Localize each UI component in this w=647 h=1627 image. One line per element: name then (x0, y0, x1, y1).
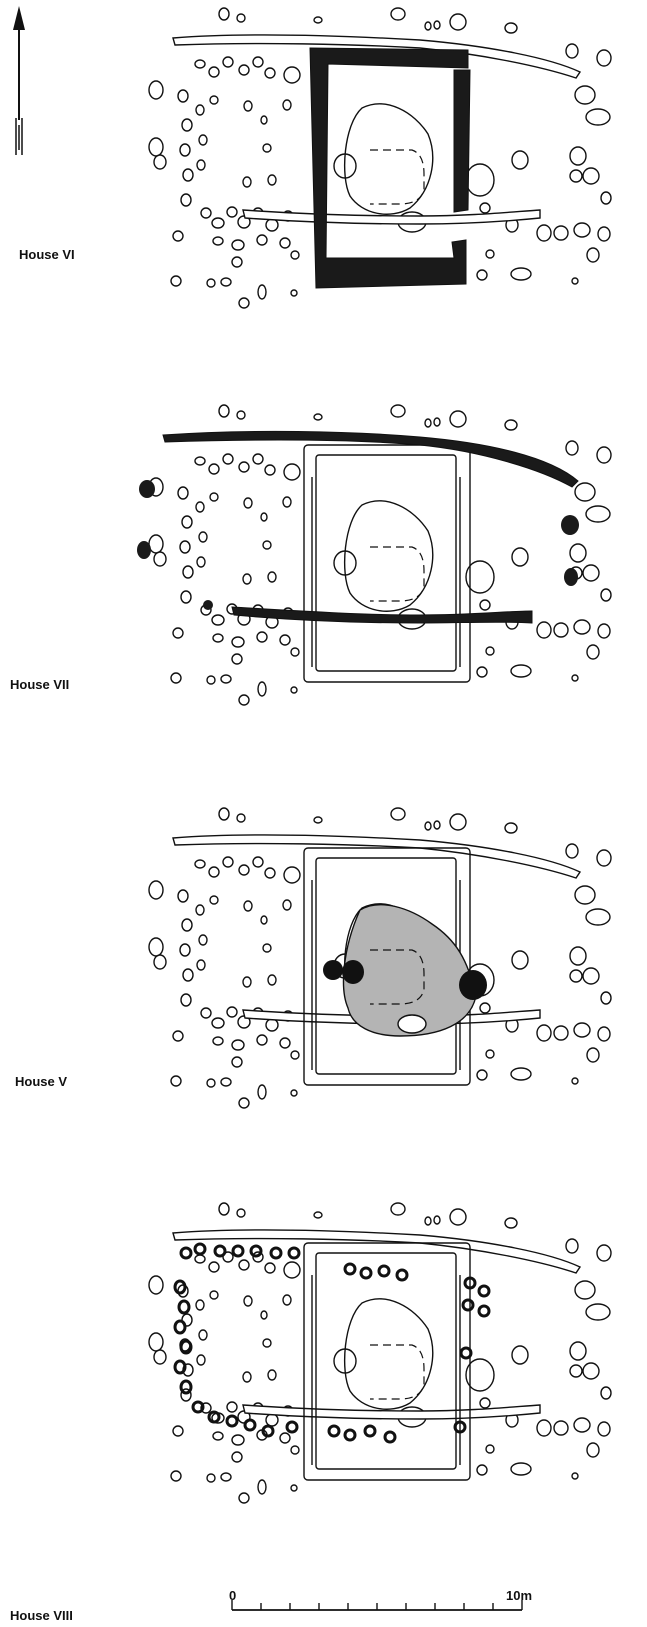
scale-bar-ticks (231, 1600, 523, 1610)
plan-house-vi (148, 7, 612, 309)
panel-label-house-vi: House VI (19, 247, 75, 262)
scale-start-label: 0 (229, 1588, 236, 1603)
panel-label-house-vii: House VII (10, 677, 69, 692)
scale-bar: 0 10m (229, 1588, 532, 1611)
north-arrow-icon (13, 6, 25, 155)
house-v-floor (342, 904, 477, 1037)
scale-end-label: 10m (506, 1588, 532, 1603)
panel-label-house-v: House V (15, 1074, 67, 1089)
plan-house-viii (148, 1202, 612, 1504)
panel-label-house-viii: House VIII (10, 1608, 73, 1623)
house-vii-fences (162, 430, 579, 624)
house-viii-postholes (173, 1242, 491, 1444)
plan-house-vii (137, 404, 612, 706)
plan-house-v (148, 807, 612, 1109)
house-vi-walls (309, 47, 471, 289)
